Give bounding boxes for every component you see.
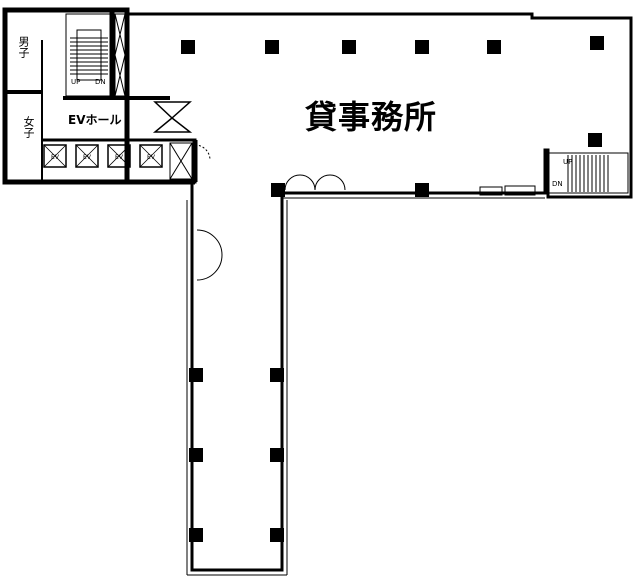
column-icon — [487, 40, 501, 54]
column-icon — [265, 40, 279, 54]
east-stair-down-label: DN — [552, 180, 563, 188]
elevator-1: EV — [43, 144, 67, 168]
column-icon — [189, 528, 203, 542]
column-icon — [271, 183, 285, 197]
wing-door-icon — [196, 229, 223, 281]
column-icon — [342, 40, 356, 54]
core-stair-up-label: UP — [71, 78, 81, 86]
column-icon — [270, 368, 284, 382]
columns — [181, 36, 604, 542]
office-label: 貸事務所 — [305, 98, 438, 136]
ev-hall-label: EVホール — [68, 113, 122, 127]
column-icon — [415, 183, 429, 197]
office-entrance-door-icon — [284, 174, 346, 191]
core-stair-down-label: DN — [95, 78, 106, 86]
east-stair — [479, 152, 629, 196]
svg-text:EV: EV — [51, 154, 60, 161]
column-icon — [189, 448, 203, 462]
svg-text:EV: EV — [115, 154, 124, 161]
elevator-4: EV — [139, 144, 163, 168]
column-icon — [588, 133, 602, 147]
mens-restroom-label: 男子 — [17, 36, 30, 58]
column-icon — [270, 528, 284, 542]
womens-restroom-label: 女子 — [22, 116, 35, 138]
column-icon — [415, 40, 429, 54]
column-icon — [270, 448, 284, 462]
column-icon — [181, 40, 195, 54]
core-stair — [65, 13, 113, 97]
elevator-3: EV — [107, 144, 131, 168]
svg-text:EV: EV — [83, 154, 92, 161]
column-icon — [189, 368, 203, 382]
elevators: EV EV EV EV — [43, 144, 163, 168]
shafts — [114, 13, 193, 180]
east-stair-up-label: UP — [563, 158, 573, 166]
column-icon — [590, 36, 604, 50]
door-icon — [152, 101, 193, 133]
elevator-2: EV — [75, 144, 99, 168]
svg-text:EV: EV — [147, 154, 156, 161]
